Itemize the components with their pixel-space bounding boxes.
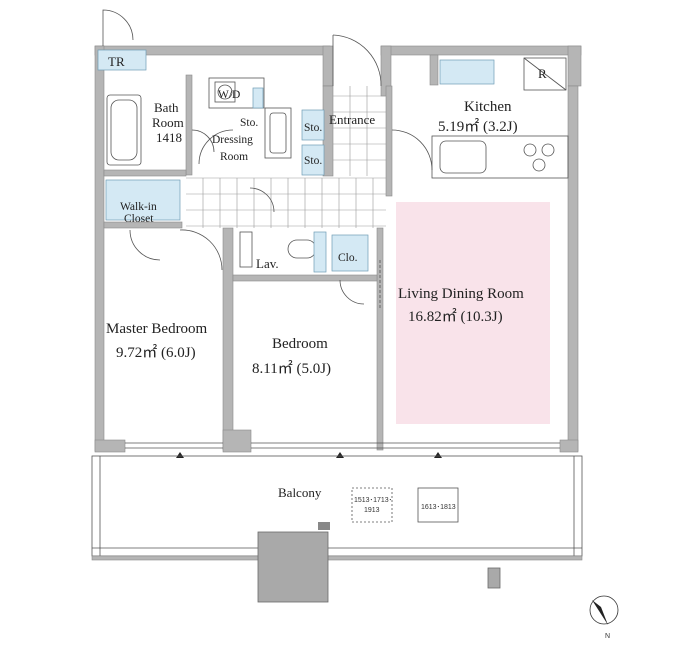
unit-a-label-2: 1913 bbox=[364, 507, 380, 514]
tr-label: TR bbox=[108, 54, 125, 69]
closet-label: Clo. bbox=[338, 252, 358, 264]
bath-size-label: 1418 bbox=[156, 130, 182, 145]
lav-label: Lav. bbox=[256, 256, 279, 271]
kitchen-area bbox=[431, 57, 569, 179]
entrance-area bbox=[301, 34, 433, 176]
master-bedroom-label: Master Bedroom bbox=[106, 321, 208, 337]
unit-b-label: 1613･1813 bbox=[421, 504, 456, 511]
hallway bbox=[186, 177, 386, 228]
bedroom-label: Bedroom bbox=[272, 336, 328, 352]
living-room-label: Living Dining Room bbox=[398, 286, 524, 302]
kitchen-label: Kitchen bbox=[464, 99, 512, 115]
living-area-label: 16.82㎡ (10.3J) bbox=[408, 308, 503, 325]
wd-label: W/D bbox=[218, 89, 240, 101]
bath-label: Bath bbox=[154, 100, 179, 115]
living-highlight bbox=[396, 202, 550, 424]
walls bbox=[94, 45, 582, 453]
bath-room bbox=[106, 94, 215, 166]
lav-area bbox=[239, 187, 369, 305]
dressing-sto-label: Sto. bbox=[240, 117, 258, 129]
master-area-label: 9.72㎡ (6.0J) bbox=[116, 344, 196, 361]
trunk-room bbox=[97, 9, 147, 71]
walk-in-label-2: Closet bbox=[124, 213, 154, 225]
bath-label-2: Room bbox=[152, 115, 184, 130]
balcony-label: Balcony bbox=[278, 485, 322, 500]
entrance-sto-label-2: Sto. bbox=[304, 155, 322, 167]
refrigerator-label: R bbox=[538, 66, 547, 81]
windows bbox=[125, 442, 560, 458]
dressing-area bbox=[198, 77, 292, 165]
entrance-sto-label-1: Sto. bbox=[304, 122, 322, 134]
bedroom-area-label: 8.11㎡ (5.0J) bbox=[252, 360, 331, 377]
kitchen-area-label: 5.19㎡ (3.2J) bbox=[438, 118, 518, 135]
walk-in-label: Walk-in bbox=[120, 201, 157, 213]
entrance-label: Entrance bbox=[329, 112, 375, 127]
north-compass-icon bbox=[589, 595, 619, 625]
dressing-room-label-2: Room bbox=[220, 151, 248, 163]
walk-in-closet bbox=[105, 179, 223, 271]
balcony-area bbox=[91, 455, 583, 603]
north-label: N bbox=[605, 633, 610, 640]
dressing-room-label: Dressing bbox=[212, 134, 253, 146]
unit-a-label: 1513･1713･ bbox=[354, 497, 392, 504]
